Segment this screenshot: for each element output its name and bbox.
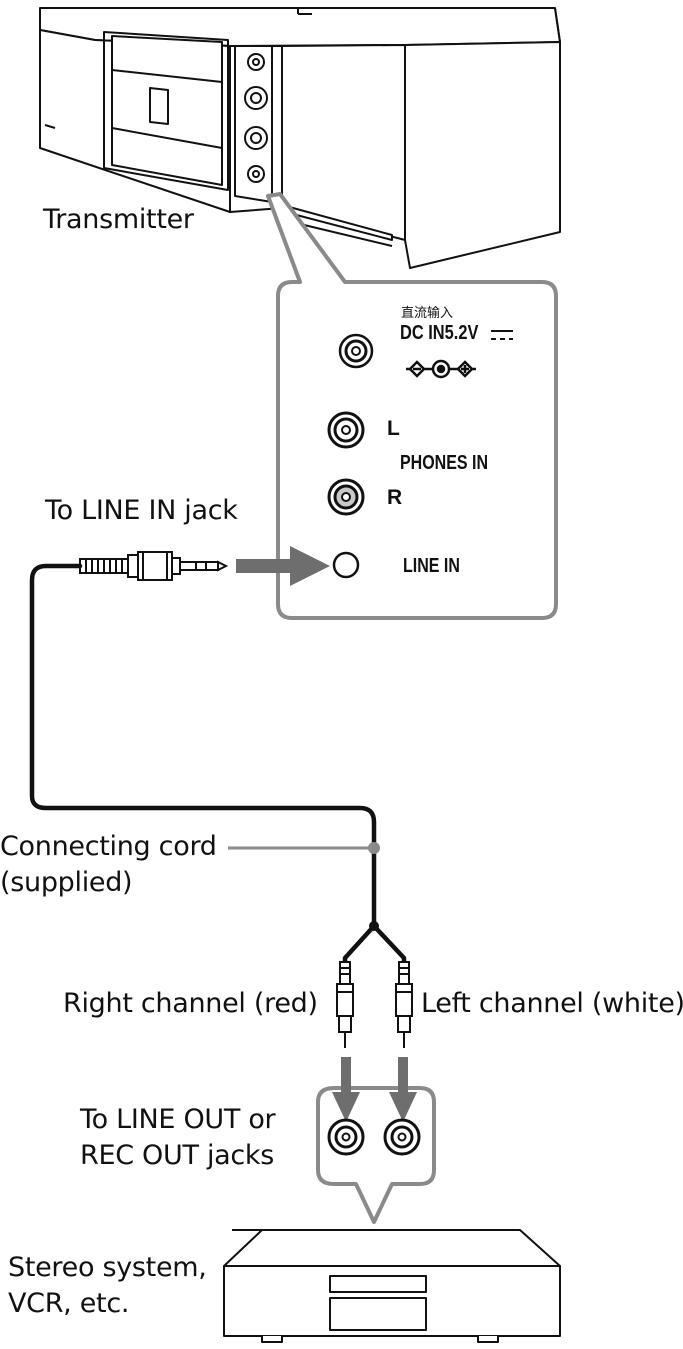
transmitter-unit bbox=[39, 7, 561, 269]
output-jack-callout bbox=[316, 1086, 436, 1224]
vcr-etc-label: VCR, etc. bbox=[8, 1288, 130, 1319]
cord-split-node bbox=[369, 921, 379, 931]
connecting-cord-marker bbox=[368, 842, 380, 854]
right-channel-label: Right channel (red) bbox=[63, 988, 318, 1019]
transmitter-label: Transmitter bbox=[43, 204, 194, 235]
to-line-out-label: To LINE OUT or bbox=[80, 1104, 276, 1135]
right-channel-jack-label: R bbox=[387, 486, 403, 509]
rca-plug-right bbox=[336, 961, 354, 1048]
connection-arrow-line-in bbox=[236, 546, 330, 586]
line-in-label: LINE IN bbox=[403, 555, 460, 577]
rec-out-jacks-label: REC OUT jacks bbox=[80, 1140, 275, 1171]
dc-symbol-icon bbox=[491, 330, 513, 340]
arrow-left-channel bbox=[389, 1057, 417, 1122]
left-channel-label: Left channel (white) bbox=[421, 988, 683, 1019]
dc-in-chinese-label: 直流输入 bbox=[401, 305, 454, 320]
arrow-right-channel bbox=[332, 1057, 360, 1122]
stereo-mini-plug bbox=[79, 551, 229, 581]
phones-in-right-jack bbox=[327, 478, 365, 516]
connecting-cord bbox=[29, 563, 407, 973]
dc-in-jack bbox=[338, 333, 374, 369]
line-out-jack-left bbox=[383, 1118, 421, 1156]
line-in-jack bbox=[332, 551, 360, 579]
stereo-system-device bbox=[223, 1229, 561, 1343]
to-line-in-jack-label: To LINE IN jack bbox=[45, 495, 238, 526]
phones-in-label: PHONES IN bbox=[400, 452, 489, 474]
dc-in-label: DC IN5.2V bbox=[400, 322, 479, 344]
phones-in-left-jack bbox=[327, 411, 365, 449]
dc-polarity-icon bbox=[406, 359, 476, 379]
connecting-cord-label: Connecting cord bbox=[0, 831, 217, 862]
rca-plug-left bbox=[395, 961, 413, 1048]
connecting-cord-supplied-label: (supplied) bbox=[0, 867, 133, 898]
stereo-system-label: Stereo system, bbox=[8, 1252, 207, 1283]
line-out-jack-right bbox=[327, 1118, 365, 1156]
left-channel-jack-label: L bbox=[387, 417, 400, 440]
